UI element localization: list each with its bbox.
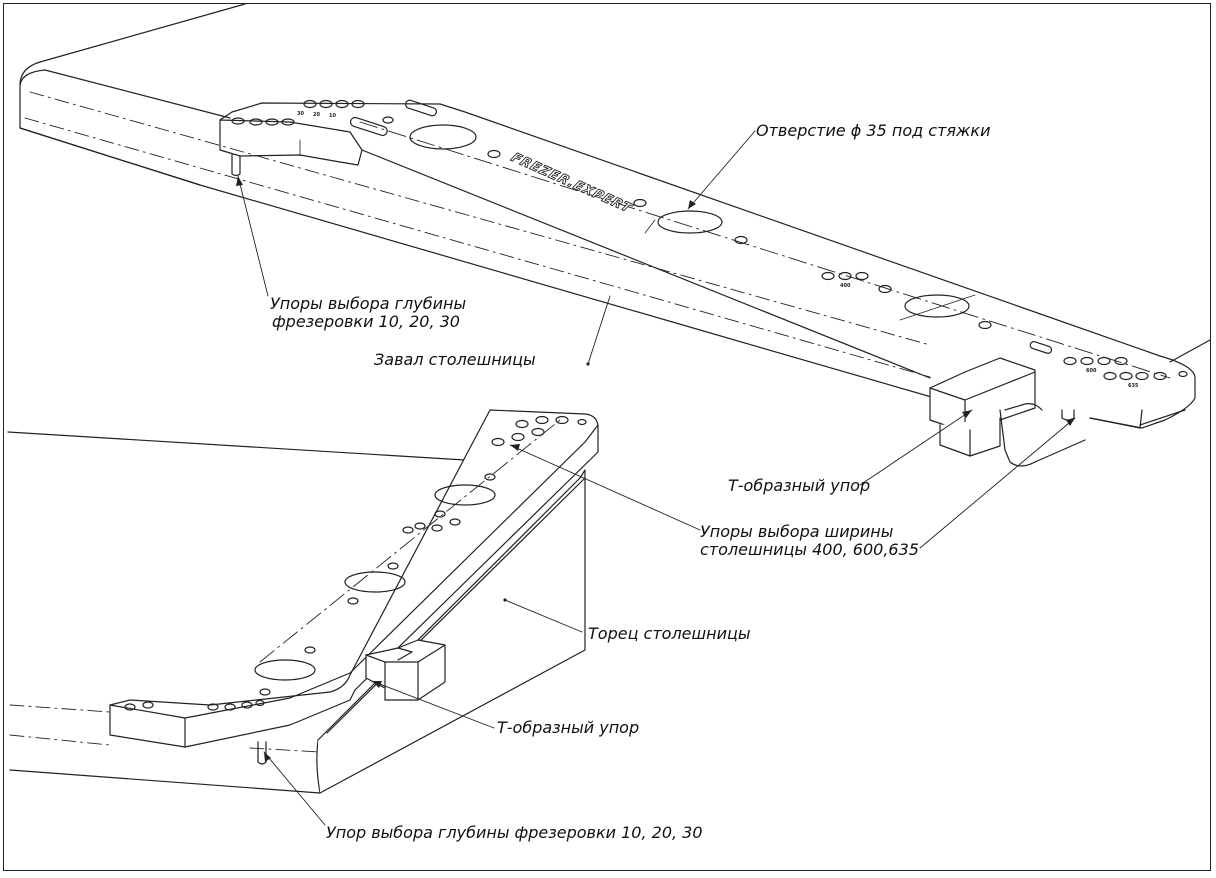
brand-marking: FREZER.EXPERT <box>508 151 635 216</box>
drawing-frame <box>3 3 1211 871</box>
depth-stops-label-line2: фрезеровки 10, 20, 30 <box>272 312 460 331</box>
bottom-template <box>109 409 599 765</box>
depth-20-mark: 20 <box>313 112 320 118</box>
countertop-end-label: Торец столешницы <box>588 624 751 643</box>
leader-lines <box>237 130 1076 826</box>
bottom-countertop <box>7 431 586 794</box>
depth-30-mark: 30 <box>297 111 304 117</box>
countertop-bevel-label: Завал столешницы <box>374 350 536 369</box>
width-635-mark: 635 <box>1128 383 1139 389</box>
top-template <box>219 99 1196 429</box>
t-stop-bottom-label: Т-образный упор <box>497 718 640 737</box>
top-t-stop <box>929 357 1086 467</box>
width-stops-label-line1: Упоры выбора ширины <box>700 522 894 541</box>
depth-stops-label-line1: Упоры выбора глубины <box>270 294 467 313</box>
width-400-mark: 400 <box>840 283 851 289</box>
depth-10-mark: 10 <box>329 113 336 119</box>
hole-label: Отверстие ϕ 35 под стяжки <box>756 121 991 140</box>
t-stop-top-label: Т-образный упор <box>728 476 871 495</box>
depth-stop-single-label: Упор выбора глубины фрезеровки 10, 20, 3… <box>326 823 703 842</box>
width-600-mark: 600 <box>1086 368 1097 374</box>
top-countertop <box>19 3 1211 426</box>
width-stops-label-line2: столешницы 400, 600,635 <box>700 540 919 559</box>
arrowheads <box>236 176 1075 762</box>
